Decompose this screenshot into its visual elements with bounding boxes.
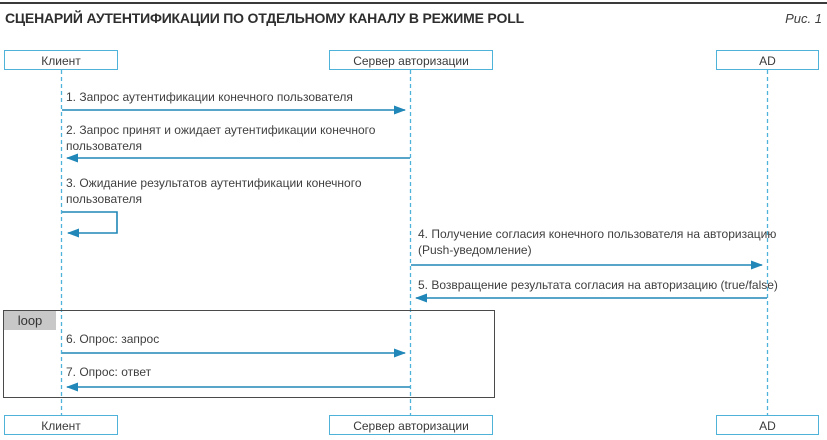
figure-caption: Рис. 1 — [785, 11, 822, 26]
page-title: СЦЕНАРИЙ АУТЕНТИФИКАЦИИ ПО ОТДЕЛЬНОМУ КА… — [5, 10, 524, 26]
top-rule — [0, 2, 827, 4]
message-4-label: 4. Получение согласия конечного пользова… — [418, 227, 777, 257]
message-7-label: 7. Опрос: ответ — [66, 365, 152, 379]
actor-auth-server-top: Сервер авторизации — [329, 50, 493, 70]
message-3-self-arrow — [62, 211, 118, 238]
message-3-label: 3. Ожидание результатов аутентификации к… — [66, 176, 362, 206]
loop-frame: loop — [3, 310, 495, 398]
loop-label: loop — [4, 311, 56, 330]
message-2-label: 2. Запрос принят и ожидает аутентификаци… — [66, 123, 376, 153]
actor-ad-top: AD — [716, 50, 819, 70]
message-5-label: 5. Возвращение результата согласия на ав… — [418, 278, 778, 292]
actor-ad-bottom: AD — [716, 415, 819, 435]
actor-client-top: Клиент — [4, 50, 118, 70]
message-6-label: 6. Опрос: запрос — [66, 332, 160, 346]
actor-auth-server-bottom: Сервер авторизации — [329, 415, 493, 435]
actor-client-bottom: Клиент — [4, 415, 118, 435]
message-1-label: 1. Запрос аутентификации конечного польз… — [66, 90, 353, 104]
